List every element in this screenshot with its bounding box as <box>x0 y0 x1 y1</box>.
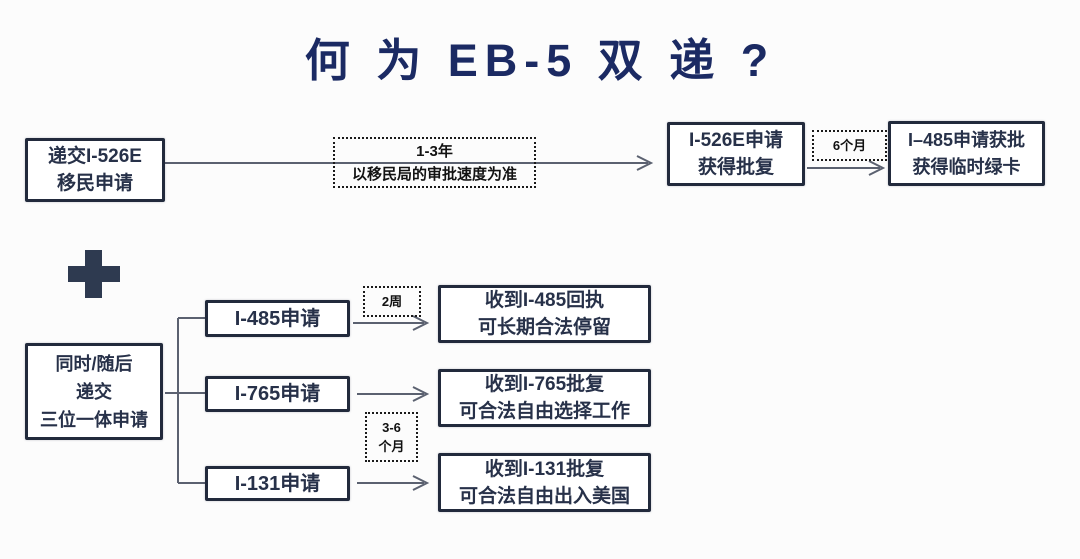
processing-time-note: 1-3年 以移民局的审批速度为准 <box>333 137 536 188</box>
processing-time-line2: 以移民局的审批速度为准 <box>351 165 517 183</box>
submit-i526e-line2: 移民申请 <box>56 173 133 194</box>
i526e-approval-line2: 获得批复 <box>697 157 774 178</box>
i131-approval-line1: 收到I-131批复 <box>484 458 605 480</box>
i526e-approval-line1: I-526E申请 <box>689 130 783 151</box>
page-title: 何 为 EB-5 双 递 ? <box>304 35 776 86</box>
i131-approval-result-box: 收到I-131批复 可合法自由出入美国 <box>438 453 651 512</box>
concurrent-submit-line3: 三位一体申请 <box>40 409 148 430</box>
i485-green-card-line2: 获得临时绿卡 <box>912 156 1021 177</box>
i485-application-box: I-485申请 <box>205 300 350 337</box>
i131-application-box: I-131申请 <box>205 466 350 501</box>
i485-receipt-line2: 可长期合法停留 <box>477 317 611 338</box>
i526e-approval-box: I-526E申请 获得批复 <box>667 122 805 186</box>
i485-receipt-result-box: 收到I-485回执 可长期合法停留 <box>438 285 651 343</box>
i485-green-card-line1: I–485申请获批 <box>907 129 1026 150</box>
i485-receipt-line1: 收到I-485回执 <box>484 290 605 311</box>
submit-i526e-line1: 递交I-526E <box>48 146 142 167</box>
concurrent-submit-box: 同时/随后 递交 三位一体申请 <box>25 343 163 440</box>
six-month-note-label: 6个月 <box>832 138 867 153</box>
submit-i526e-box: 递交I-526E 移民申请 <box>25 138 165 202</box>
concurrent-submit-line1: 同时/随后 <box>55 353 133 374</box>
i765-approval-line2: 可合法自由选择工作 <box>458 401 630 422</box>
concurrent-submit-line2: 递交 <box>76 381 112 402</box>
i765-application-label: I-765申请 <box>234 383 321 405</box>
i765-approval-line1: 收到I-765批复 <box>484 374 605 395</box>
two-week-note-label: 2周 <box>381 294 403 309</box>
plus-icon-vertical-bar <box>85 250 102 298</box>
six-month-note: 6个月 <box>812 130 887 161</box>
i485-application-label: I-485申请 <box>234 307 321 330</box>
i765-application-box: I-765申请 <box>205 376 350 412</box>
i131-approval-line2: 可合法自由出入美国 <box>458 485 630 507</box>
three-to-six-month-line2: 个月 <box>378 439 405 454</box>
two-week-note: 2周 <box>363 286 421 317</box>
three-to-six-month-note: 3-6 个月 <box>365 412 418 462</box>
plus-icon <box>68 250 120 298</box>
i485-green-card-box: I–485申请获批 获得临时绿卡 <box>888 121 1045 186</box>
i765-approval-result-box: 收到I-765批复 可合法自由选择工作 <box>438 369 651 427</box>
processing-time-line1: 1-3年 <box>416 142 453 160</box>
three-to-six-month-line1: 3-6 <box>382 420 401 435</box>
i131-application-label: I-131申请 <box>234 472 321 495</box>
